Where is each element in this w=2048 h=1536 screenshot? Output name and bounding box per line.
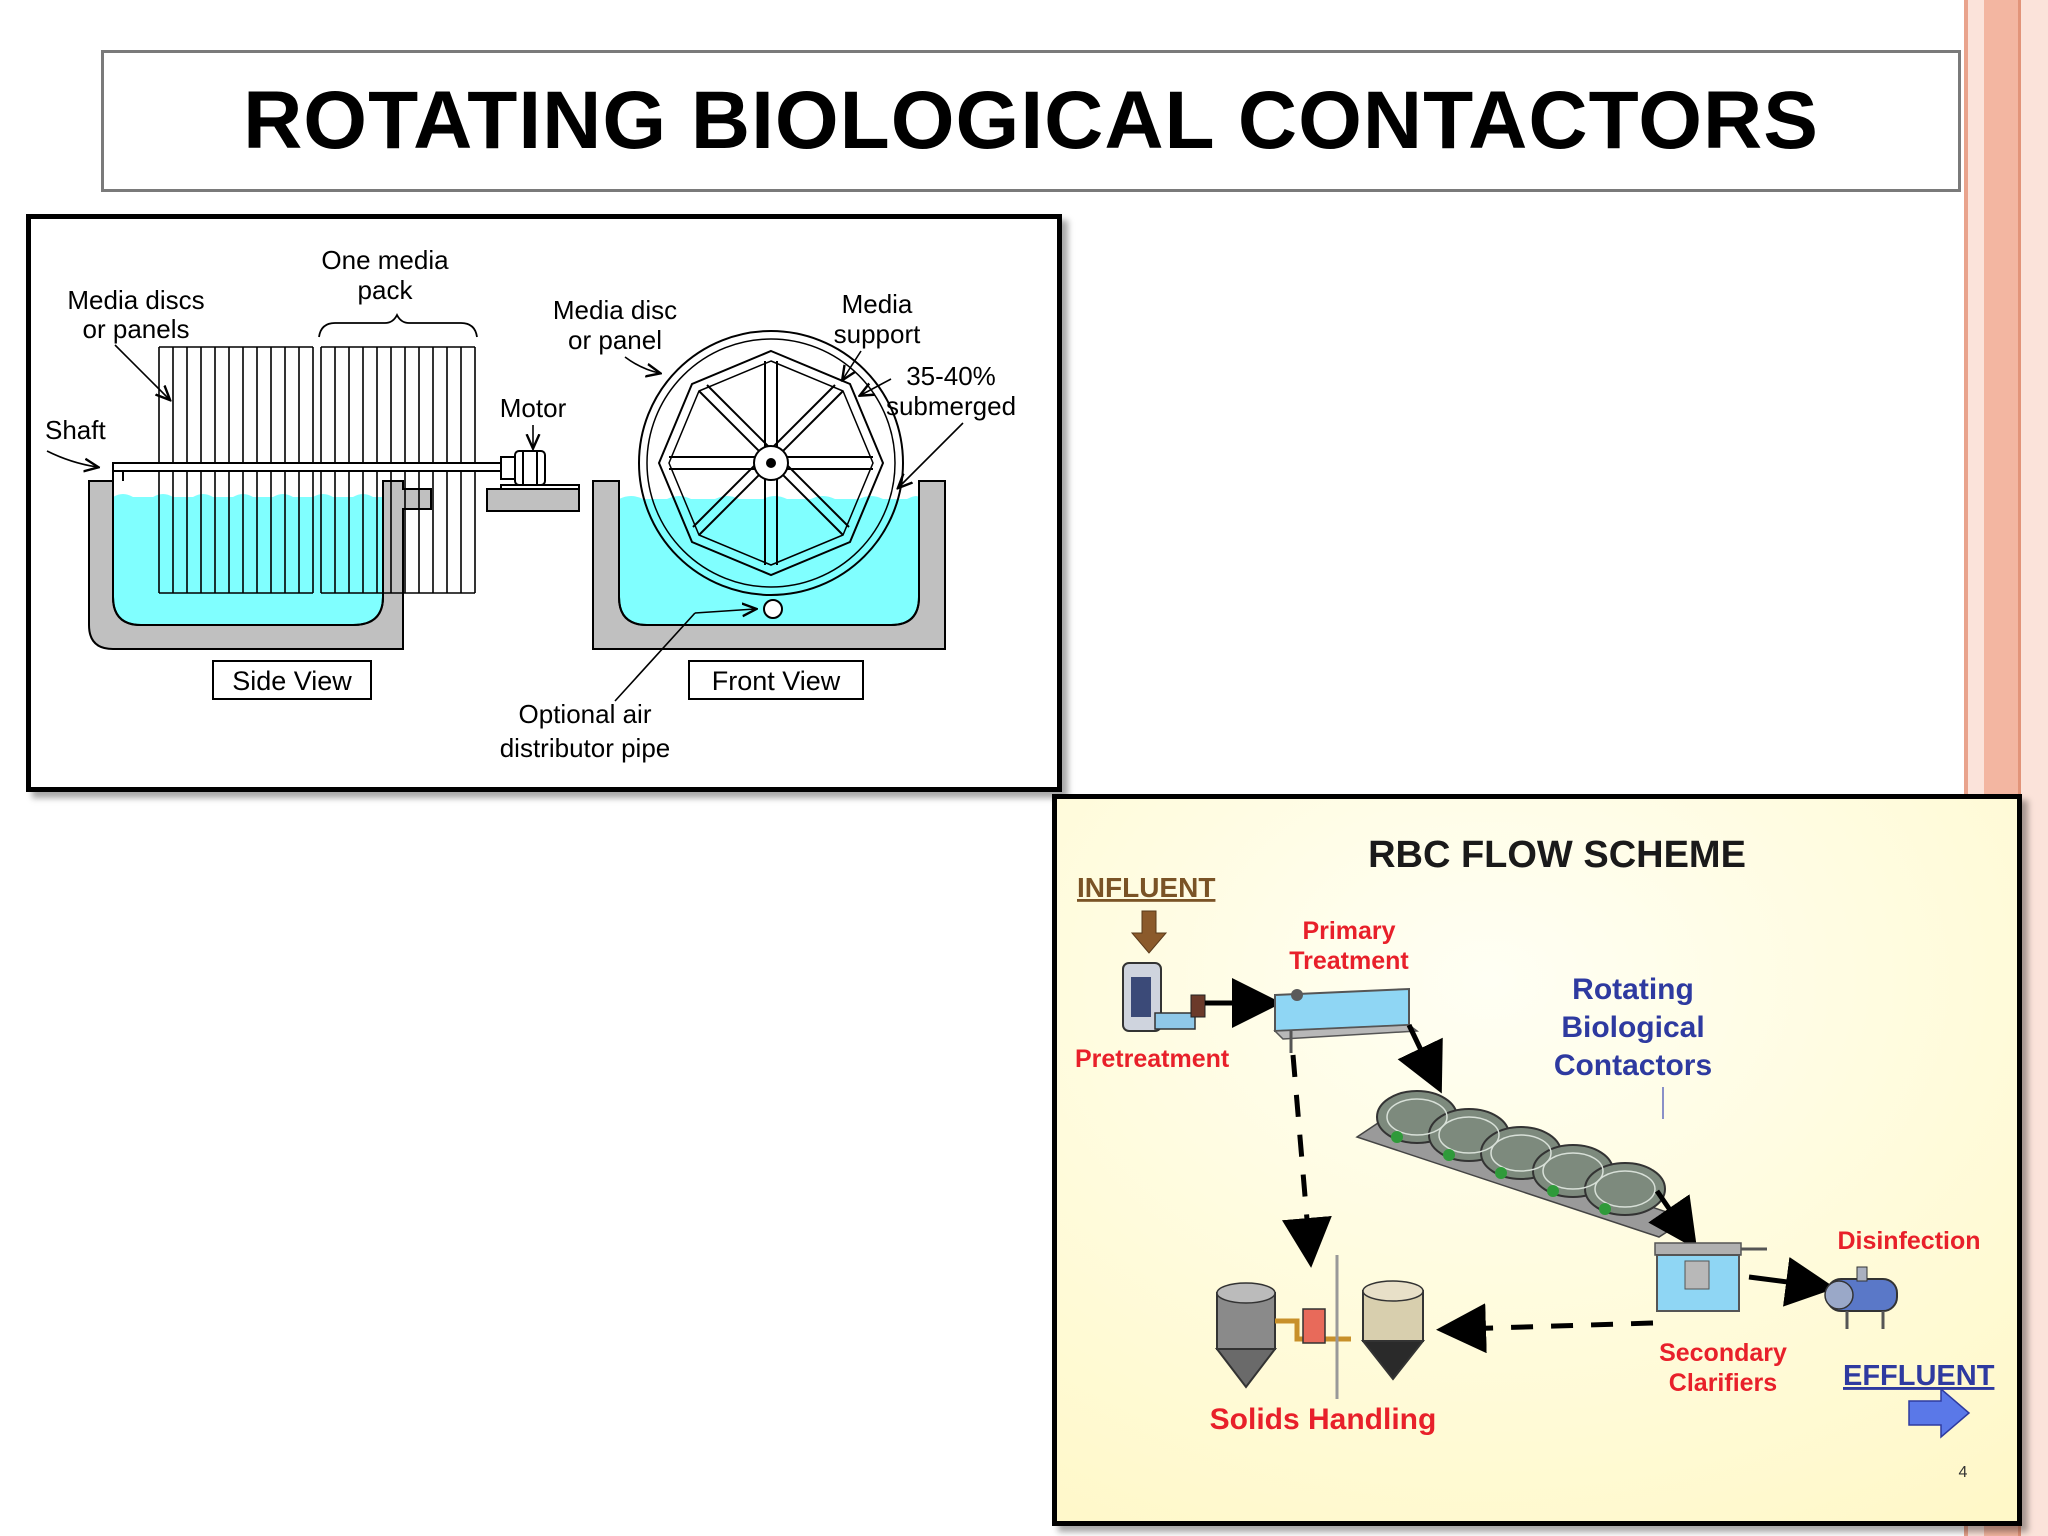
disinfection-unit <box>1824 1266 1898 1329</box>
label-pretreatment: Pretreatment <box>1075 1045 1230 1073</box>
title-box: ROTATING BIOLOGICAL CONTACTORS <box>101 50 1961 192</box>
secondary-clarifier <box>1654 1242 1767 1312</box>
media-pack-brace <box>318 312 478 338</box>
label-effluent: EFFLUENT <box>1843 1360 1995 1392</box>
label-submerged-2: submerged <box>886 391 1016 421</box>
effluent-arrow <box>1908 1387 1971 1439</box>
label-media-discs-2: or panels <box>83 314 190 344</box>
label-shaft: Shaft <box>45 415 106 445</box>
edge-decoration-line-1 <box>1964 0 1968 1536</box>
label-air-pipe-2: distributor pipe <box>500 733 671 763</box>
label-media-disc-1: Media disc <box>553 295 677 325</box>
rbc-flow-scheme-panel: RBC FLOW SCHEME INFLUENT Pretreatment Pr… <box>1052 794 2022 1526</box>
label-primary-1: Primary <box>1302 917 1395 945</box>
label-submerged-1: 35-40% <box>906 361 996 391</box>
rbc-cross-section-panel: One media pack Media discs or panels Sha… <box>26 214 1062 792</box>
air-pipe <box>763 599 783 619</box>
pretreatment-unit <box>1122 962 1206 1032</box>
influent-arrow <box>1130 910 1168 954</box>
label-one-media-pack-2: pack <box>358 275 414 305</box>
label-rbc-3: Contactors <box>1554 1049 1712 1082</box>
flow-title: RBC FLOW SCHEME <box>1368 834 1746 876</box>
label-solids-handling: Solids Handling <box>1210 1403 1437 1436</box>
shaft <box>112 462 526 472</box>
label-front-view: Front View <box>712 666 841 696</box>
side-water <box>113 497 383 625</box>
label-influent: INFLUENT <box>1077 872 1215 903</box>
rbc-cross-section-diagram: One media pack Media discs or panels Sha… <box>45 245 1016 763</box>
label-one-media-pack-1: One media <box>321 245 449 275</box>
rbc-flow-scheme-diagram: RBC FLOW SCHEME INFLUENT Pretreatment Pr… <box>1057 799 2017 1521</box>
page-title: ROTATING BIOLOGICAL CONTACTORS <box>243 75 1819 166</box>
label-primary-2: Treatment <box>1289 947 1409 975</box>
label-rbc-1: Rotating <box>1572 973 1694 1006</box>
label-media-discs-1: Media discs <box>67 285 204 315</box>
label-media-disc-2: or panel <box>568 325 662 355</box>
label-secondary-2: Clarifiers <box>1669 1369 1777 1397</box>
label-media-support-1: Media <box>842 289 913 319</box>
label-motor: Motor <box>500 393 567 423</box>
solids-handling-unit <box>1214 1255 1426 1399</box>
rbc-units <box>1355 1090 1689 1238</box>
label-disinfection: Disinfection <box>1837 1227 1980 1255</box>
label-air-pipe-1: Optional air <box>519 699 652 729</box>
media-wheel <box>638 330 904 596</box>
label-secondary-1: Secondary <box>1659 1339 1787 1367</box>
label-side-view: Side View <box>232 666 352 696</box>
edge-decoration-line-2 <box>2018 0 2021 1536</box>
page-number: 4 <box>1959 1464 1968 1481</box>
label-rbc-2: Biological <box>1561 1011 1704 1044</box>
label-media-support-2: support <box>834 319 921 349</box>
